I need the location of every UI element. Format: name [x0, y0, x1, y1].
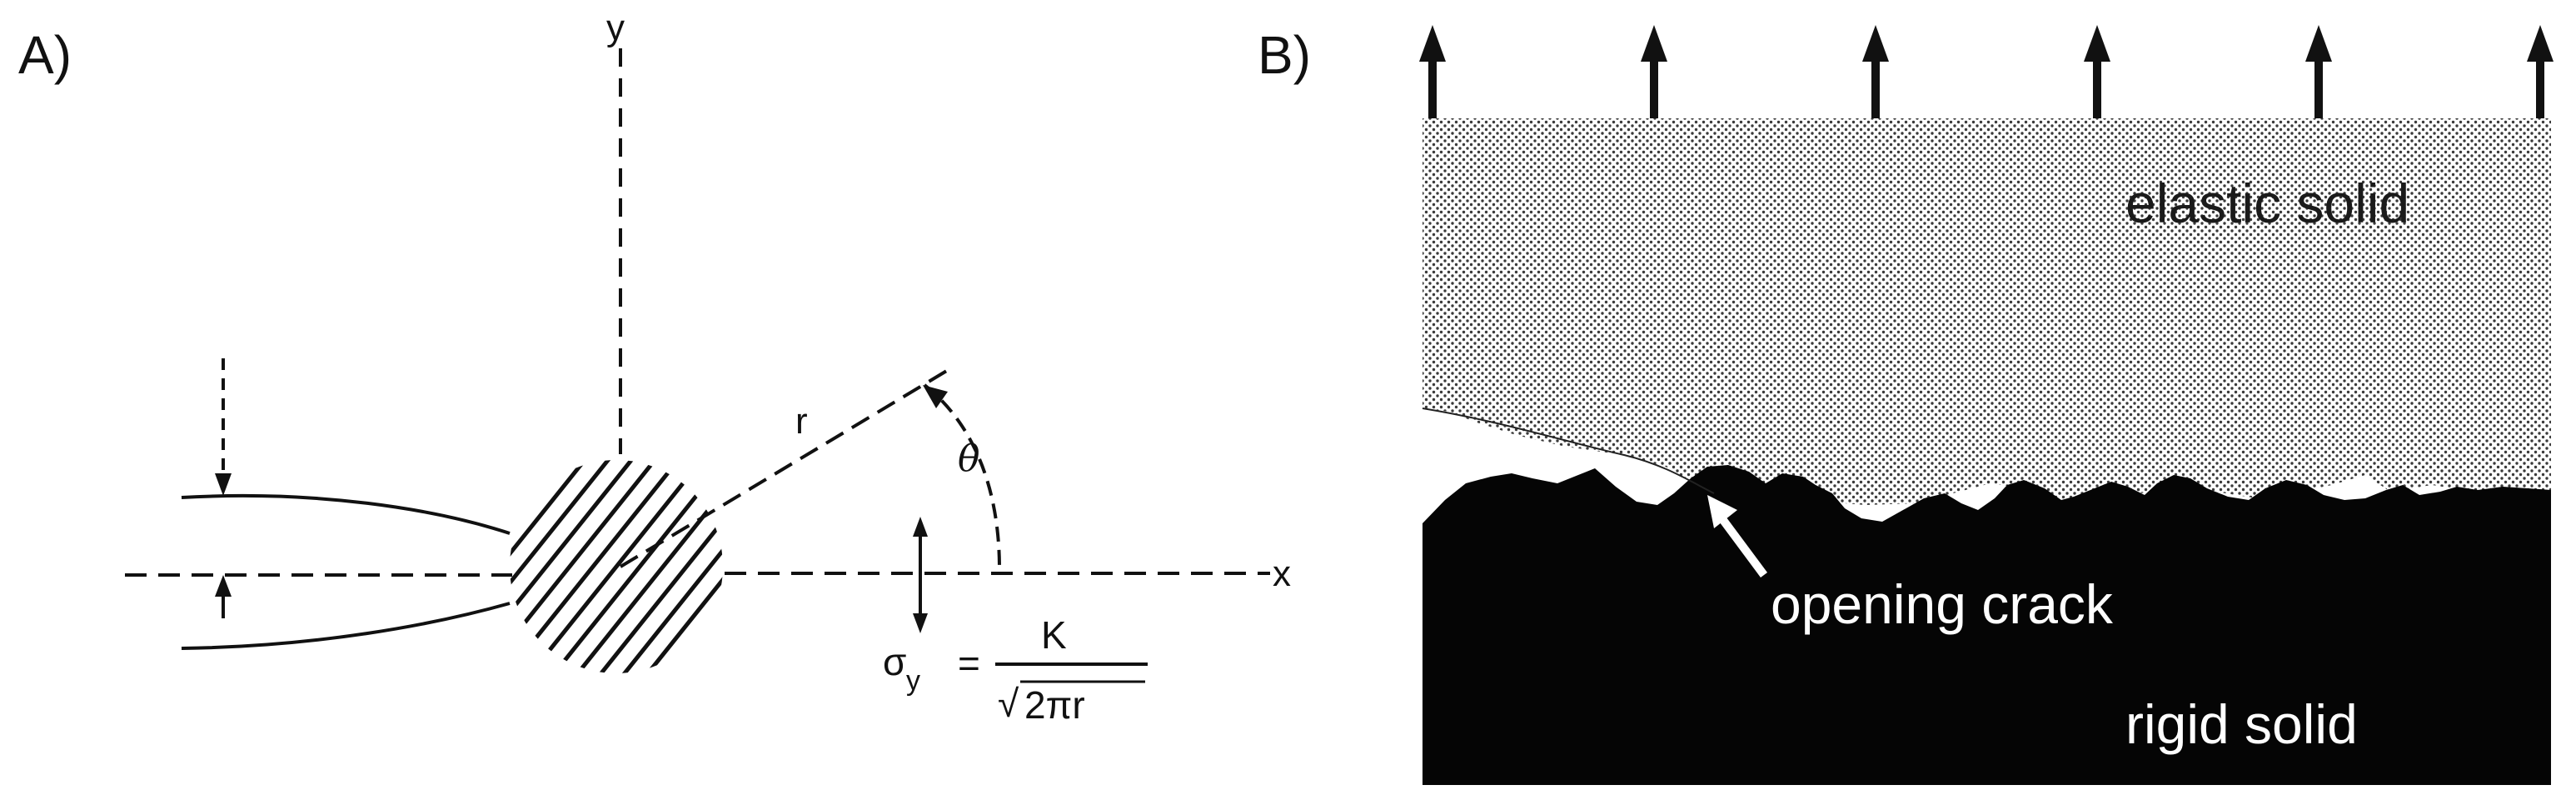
formula-equals: =	[958, 642, 980, 685]
arrowhead-down-icon	[215, 473, 232, 496]
arrowhead-up-icon	[913, 517, 928, 537]
pointer-arrowhead-icon	[1707, 495, 1737, 528]
radius-label: r	[795, 401, 808, 442]
arrowhead-icon	[923, 385, 948, 408]
pull-arrow-shaft	[1650, 58, 1658, 118]
opening-crack-label: opening crack	[1771, 573, 2114, 635]
arrow-up-icon	[2084, 25, 2110, 62]
crack-lower-face	[181, 602, 511, 650]
pull-arrow-shaft	[2536, 58, 2544, 118]
hatch-line	[510, 460, 723, 673]
rigid-solid-region	[1423, 465, 2551, 785]
crack-gap-line	[1422, 408, 1715, 494]
arrow-up-icon	[1641, 25, 1667, 62]
formula-subscript: y	[906, 665, 920, 697]
pulling-arrows	[1419, 25, 2554, 118]
panel-b-label: B)	[1258, 25, 1311, 85]
arrow-up-icon	[2527, 25, 2554, 62]
theta-arc	[923, 383, 1001, 569]
formula-sigma: σ	[883, 640, 906, 683]
hatch-line	[510, 460, 709, 673]
theta-label: θ	[958, 438, 980, 480]
hatch-line	[510, 460, 723, 673]
pull-arrow-shaft	[2093, 58, 2101, 118]
arrowhead-down-icon	[913, 613, 928, 633]
crack-pointer-line	[1717, 514, 1768, 578]
hatch-line	[552, 460, 723, 673]
hatch-line	[510, 460, 680, 673]
rigid-solid-label: rigid solid	[2125, 693, 2358, 755]
arrow-up-icon	[1419, 25, 1446, 62]
panel-a: A) y x r θ σ y	[18, 8, 1291, 727]
pull-arrow-shaft	[1871, 58, 1880, 118]
elastic-solid-region	[1423, 118, 2551, 505]
elastic-solid-label: elastic solid	[2125, 172, 2409, 234]
hatch-line	[510, 460, 723, 673]
arrow-up-icon	[1862, 25, 1889, 62]
process-zone-hatch	[510, 460, 723, 673]
pull-arrow-shaft	[2314, 58, 2323, 118]
panel-a-label: A)	[18, 25, 72, 85]
formula-root: √	[998, 682, 1019, 725]
crack-upper-face	[181, 493, 511, 535]
radius-line	[619, 365, 955, 568]
pull-arrow-shaft	[1428, 58, 1437, 118]
x-axis-label: x	[1273, 553, 1291, 594]
stress-formula: σ y = K √ 2πr	[883, 613, 1148, 727]
panel-b: B) elastic solid opening crack rigid sol…	[1258, 25, 2554, 785]
formula-denominator: 2πr	[1024, 683, 1085, 727]
arrow-up-icon	[2305, 25, 2332, 62]
arrowhead-up-icon	[215, 575, 232, 597]
hatch-line	[524, 460, 723, 673]
hatch-line	[510, 460, 695, 673]
y-axis-label: y	[606, 8, 625, 48]
formula-numerator: K	[1041, 613, 1067, 657]
hatch-line	[538, 460, 723, 673]
